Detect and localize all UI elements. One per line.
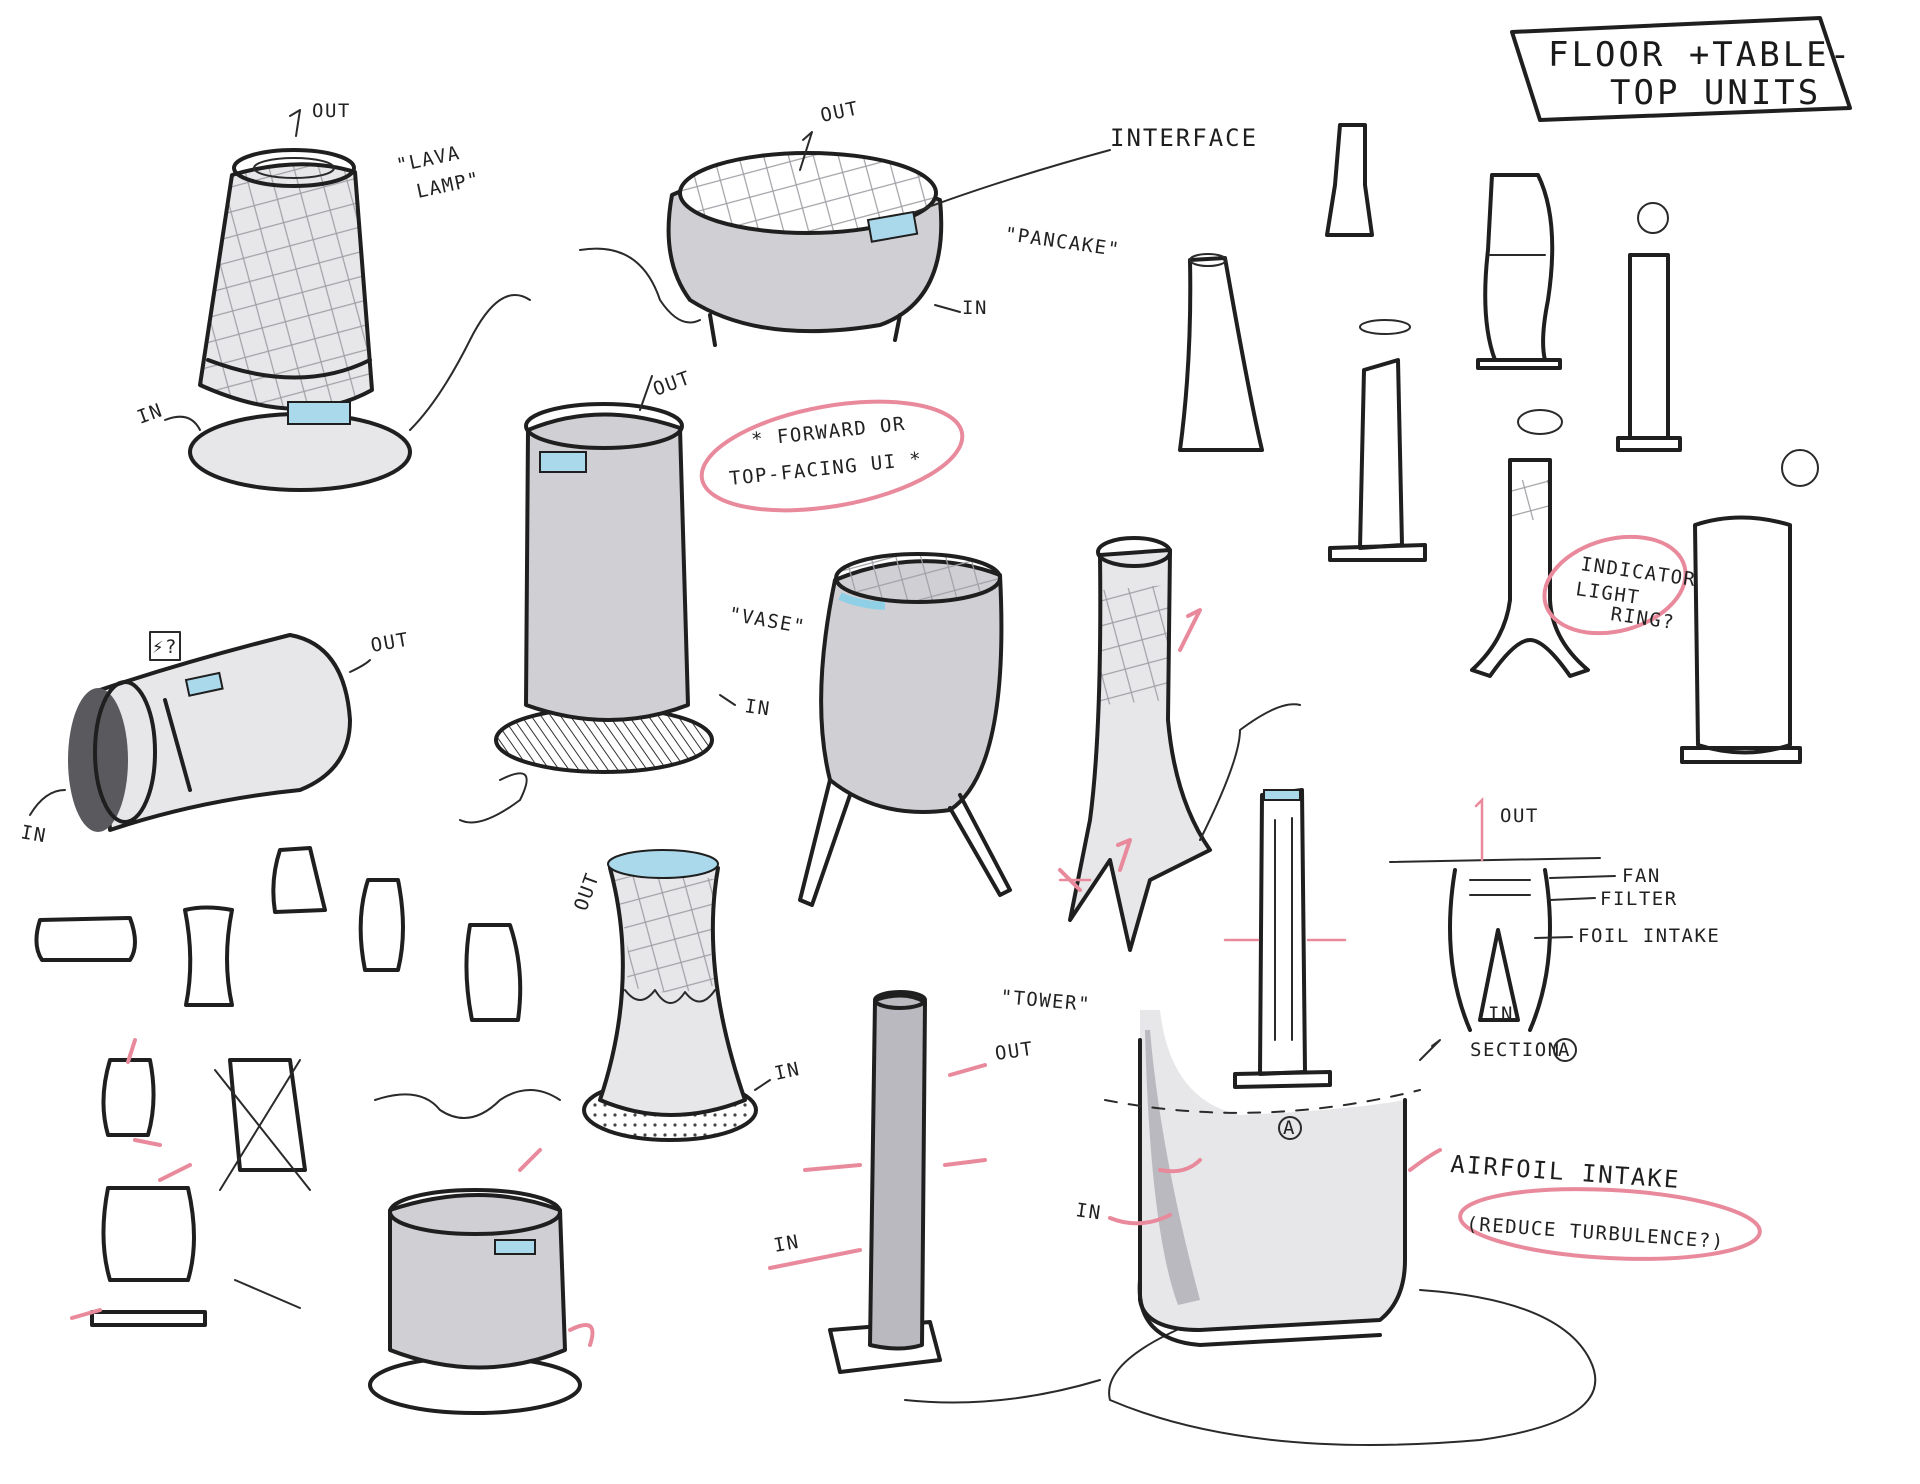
lava-name-label: "LAVA [394,142,462,177]
side-in-label: IN [19,821,48,847]
vase-in-label: IN [743,695,772,720]
slotted-tower-sketch [1058,788,1347,1089]
lava-in-label: IN [134,399,166,429]
title-box: FLOOR +TABLE- TOP UNITS [1510,16,1853,122]
side-out-label: OUT [369,629,411,657]
section-fan-label: FAN [1622,865,1661,887]
side-unit-sketch: ⚡? OUT IN [19,629,411,848]
indicator-line2: LIGHT [1574,578,1641,609]
side-icon-label: ⚡? [152,636,178,658]
pancake-sketch: OUT INTERFACE "PANCAKE" IN [579,97,1258,347]
title-line1: FLOOR +TABLE- [1548,35,1853,75]
tower-out-label: OUT [994,1038,1036,1065]
section-filter-label: FILTER [1600,888,1678,910]
airfoil-line2: (REDUCE TURBULENCE?) [1466,1213,1726,1253]
hour-out-label: OUT [570,870,604,914]
section-foil-label: FOIL INTAKE [1578,925,1720,947]
interface-label: INTERFACE [1110,124,1258,152]
hour-in-label: IN [772,1058,802,1085]
lava-name-label2: LAMP" [414,168,482,203]
tall-column-sketch: OUT [459,367,714,824]
note-line2: TOP-FACING UI * [728,448,923,490]
section-in-label: IN [1488,1003,1514,1025]
vase-name-label: "VASE" [727,603,807,638]
title-line2: TOP UNITS [1610,73,1821,113]
hourglass-sketch: OUT IN [374,849,802,1142]
tower-in-label: IN [772,1231,801,1257]
section-view: OUT FAN FILTER FOIL INTAKE IN SECTION A [1389,796,1720,1062]
ui-note: * FORWARD OR TOP-FACING UI * [699,399,965,513]
section-out-label: OUT [1500,805,1539,827]
section-letter-label: A [1558,1039,1571,1061]
big-in-label: IN [1074,1199,1103,1224]
thumbnail-column-sketches: INDICATOR LIGHT RING? [1178,123,1819,764]
tower-name-label: "TOWER" [1000,986,1092,1016]
vase-sketch: "VASE" IN [719,552,1012,907]
section-marker-label: A [1283,1117,1296,1139]
pancake-name-label: "PANCAKE" [1003,223,1121,261]
pancake-in-label: IN [962,297,988,319]
drum-sketch [368,1148,595,1415]
tower-sketch: "TOWER" OUT IN [768,986,1101,1404]
lava-lamp-sketch: OUT "LAVA LAMP" IN [134,100,531,492]
airfoil-unit-sketch: A IN AIRFOIL INTAKE (REDUCE TURBULENCE?) [1074,1010,1762,1446]
section-tag-label: SECTION [1470,1039,1561,1061]
thumbnail-small-sketches [34,846,523,1327]
tall-out-label: OUT [650,367,694,401]
pancake-out-label: OUT [818,97,861,127]
branch-tower-sketch [1058,536,1301,952]
lava-out-label: OUT [312,100,351,122]
